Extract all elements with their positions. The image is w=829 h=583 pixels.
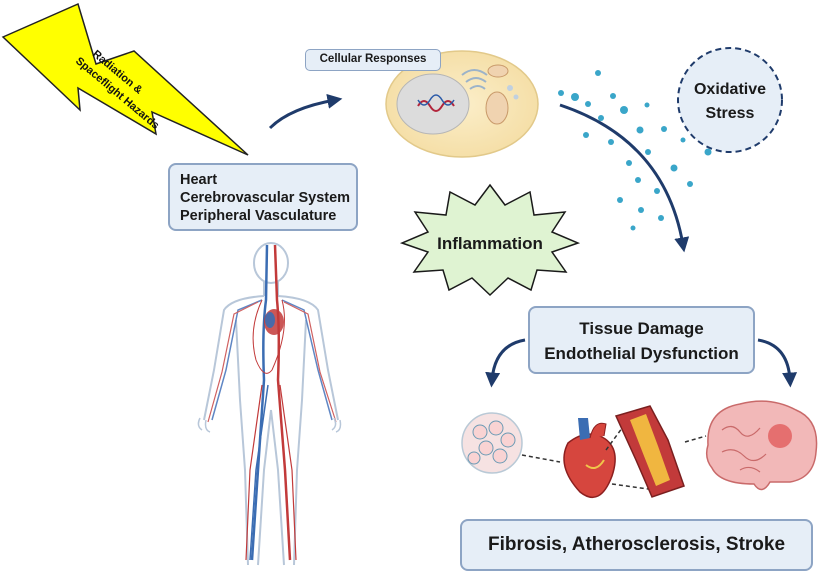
artery-illustration [614, 405, 685, 498]
inflammation-label: Inflammation [437, 234, 543, 253]
oxidative-stress-bubble [677, 47, 783, 153]
brain-illustration [705, 400, 818, 491]
tissue-cells-illustration [461, 412, 523, 474]
tissue-line-damage: Tissue Damage [579, 319, 704, 338]
tissue-damage-box: Tissue Damage Endothelial Dysfunction [528, 306, 755, 374]
cellular-responses-label: Cellular Responses [305, 49, 441, 71]
cell-illustration [385, 50, 539, 158]
human-vascular-figure [197, 242, 342, 566]
arrow-to-tissue [559, 103, 690, 253]
organs-line-peripheral: Peripheral Vasculature [180, 208, 337, 224]
organs-label-box: Heart Cerebrovascular System Peripheral … [168, 163, 358, 231]
organs-line-heart: Heart [180, 172, 218, 188]
inflammation-starburst [399, 183, 581, 297]
arrow-right-down [757, 338, 798, 388]
arrow-left-down [485, 338, 526, 388]
outcome-box: Fibrosis, Atherosclerosis, Stroke [460, 519, 813, 571]
heart-illustration [563, 418, 616, 498]
tissue-line-endothelial: Endothelial Dysfunction [544, 344, 739, 363]
organs-line-cerebrovascular: Cerebrovascular System [180, 190, 351, 206]
oxidative-line2: Stress [706, 105, 755, 122]
arrow-to-cell [268, 93, 343, 130]
ros-dots [558, 70, 712, 231]
lightning-bolt-icon [1, 2, 249, 156]
oxidative-line1: Oxidative [694, 81, 766, 98]
